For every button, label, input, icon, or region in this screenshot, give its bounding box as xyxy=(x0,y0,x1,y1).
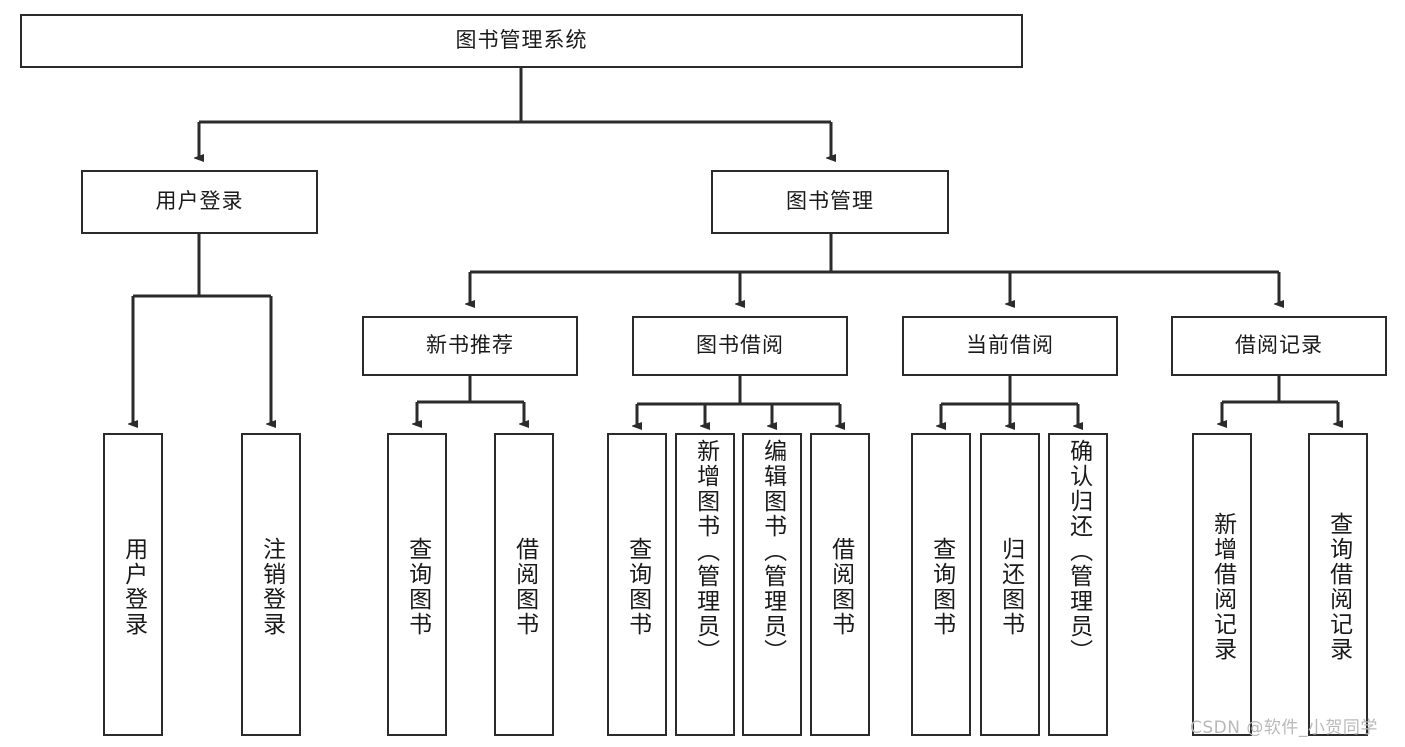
node-label: 图书借阅 xyxy=(696,333,784,358)
leaf-records-query-record[interactable]: 查询借阅记录 xyxy=(1308,433,1368,736)
node-label: 查询图书 xyxy=(404,536,431,637)
node-book-management[interactable]: 图书管理 xyxy=(711,170,949,234)
node-label: 用户登录 xyxy=(120,536,147,637)
leaf-current-return-book[interactable]: 归还图书 xyxy=(980,433,1040,736)
node-label: 用户登录 xyxy=(155,189,244,214)
leaf-user-login-logout[interactable]: 注销登录 xyxy=(241,433,301,736)
node-label: 注销登录 xyxy=(258,536,285,637)
leaf-borrow-add-book-admin[interactable]: 新增图书（管理员） xyxy=(675,433,735,736)
node-label: 查询借阅记录 xyxy=(1325,511,1352,662)
leaf-records-add-record[interactable]: 新增借阅记录 xyxy=(1192,433,1252,736)
leaf-current-query-book[interactable]: 查询图书 xyxy=(911,433,971,736)
leaf-borrow-query-book[interactable]: 查询图书 xyxy=(607,433,667,736)
node-root-system[interactable]: 图书管理系统 xyxy=(20,14,1023,68)
node-current-borrow[interactable]: 当前借阅 xyxy=(902,316,1118,376)
node-borrow-records[interactable]: 借阅记录 xyxy=(1171,316,1387,376)
leaf-recommend-query-book[interactable]: 查询图书 xyxy=(387,433,447,736)
node-label: 当前借阅 xyxy=(966,333,1054,358)
node-label: 查询图书 xyxy=(624,536,651,637)
node-label: 新增图书（管理员） xyxy=(692,439,719,664)
node-label: 图书管理 xyxy=(786,189,874,214)
node-label: 新增借阅记录 xyxy=(1209,511,1236,662)
leaf-current-confirm-return-admin[interactable]: 确认归还（管理员） xyxy=(1048,433,1108,736)
node-label: 归还图书 xyxy=(997,536,1024,637)
node-label: 查询图书 xyxy=(928,536,955,637)
node-new-book-recommend[interactable]: 新书推荐 xyxy=(362,316,578,376)
leaf-user-login-login[interactable]: 用户登录 xyxy=(103,433,163,736)
node-label: 确认归还（管理员） xyxy=(1065,439,1092,664)
node-label: 借阅图书 xyxy=(827,536,854,637)
leaf-borrow-borrow-book[interactable]: 借阅图书 xyxy=(810,433,870,736)
node-label: 编辑图书（管理员） xyxy=(759,439,786,664)
leaf-borrow-edit-book-admin[interactable]: 编辑图书（管理员） xyxy=(742,433,802,736)
node-label: 借阅图书 xyxy=(511,536,538,637)
node-label: 借阅记录 xyxy=(1235,333,1323,358)
node-label: 图书管理系统 xyxy=(455,28,588,53)
leaf-recommend-borrow-book[interactable]: 借阅图书 xyxy=(494,433,554,736)
csdn-watermark: CSDN @软件_小贺同学 xyxy=(1190,718,1378,738)
node-book-borrow[interactable]: 图书借阅 xyxy=(632,316,848,376)
node-user-login[interactable]: 用户登录 xyxy=(81,170,318,234)
node-label: 新书推荐 xyxy=(426,333,514,358)
